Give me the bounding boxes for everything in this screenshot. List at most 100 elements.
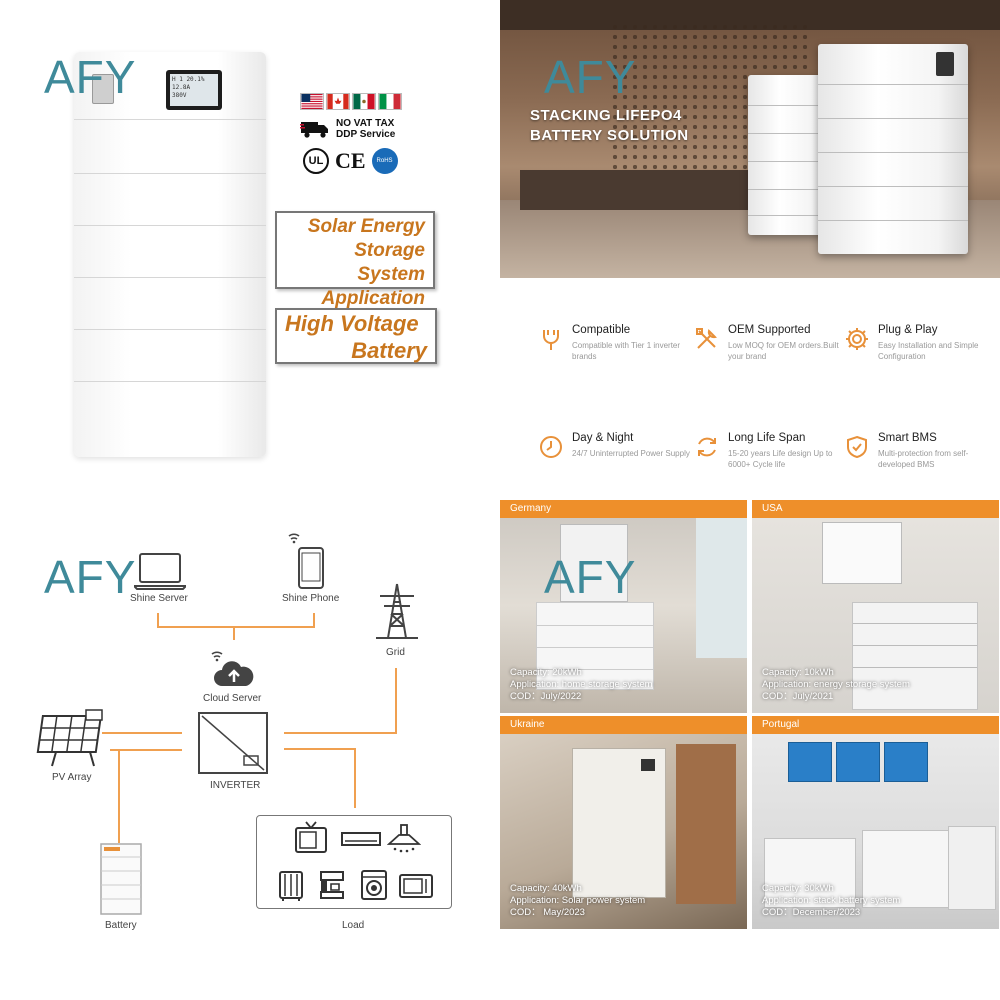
battery-module	[74, 226, 266, 278]
feature-title: Plug & Play	[878, 324, 938, 336]
feature-plug-play: Plug & Play Easy Installation and Simple…	[844, 324, 994, 384]
installation-photo	[752, 518, 999, 713]
mexico-flag-icon	[352, 93, 376, 110]
capacity-text: Capacity: 10kWh	[762, 667, 834, 678]
connector-line	[354, 748, 356, 808]
battery-icon	[100, 843, 142, 915]
counter	[520, 170, 750, 210]
cod-text: COD： May/2023	[510, 907, 585, 918]
tools-icon	[696, 328, 717, 349]
case-info: Capacity: 40kWh Application: Solar power…	[510, 883, 645, 919]
breaker-switch	[92, 74, 114, 104]
range-hood-icon	[387, 824, 421, 853]
screen-line: 12.8A	[172, 84, 191, 91]
capacity-text: Capacity: 40kWh	[510, 883, 582, 894]
ddp-text: DDP Service	[336, 129, 396, 140]
cycle-icon	[698, 437, 716, 457]
feature-compatible: Compatible Compatible with Tier 1 invert…	[538, 324, 688, 384]
door	[676, 744, 736, 904]
tv-icon	[295, 821, 327, 853]
lcd-screen	[936, 52, 954, 76]
tag-line: Storage System	[354, 240, 425, 285]
connector-line	[284, 748, 356, 750]
feature-desc: Easy Installation and Simple Configurati…	[878, 341, 979, 361]
connector-line	[102, 732, 182, 734]
watermark: AFY	[44, 551, 137, 603]
cloud-icon	[214, 661, 254, 686]
shipping-badge: NO VAT TAX DDP Service	[300, 118, 395, 140]
installation-photo	[752, 734, 999, 929]
feature-grid: Compatible Compatible with Tier 1 invert…	[500, 278, 1000, 500]
cabinet-control-module: H 1 20.1% 12.8A 380V	[74, 52, 266, 120]
coffee-machine-icon	[320, 871, 344, 899]
cloud-server-label: Cloud Server	[203, 693, 262, 704]
tag-line: Solar Energy	[307, 216, 425, 237]
case-info: Capacity: 20kWh Application: home storag…	[510, 667, 653, 703]
watermark: AFY	[544, 51, 637, 103]
feature-title: Smart BMS	[878, 432, 937, 444]
case-header: Portugal	[752, 716, 999, 734]
grid-label: Grid	[386, 647, 405, 658]
connector-line	[395, 668, 397, 734]
certifications: UL CE RoHS	[303, 148, 398, 174]
battery-module	[74, 330, 266, 382]
inverter-image	[560, 524, 628, 602]
country-flags	[300, 93, 402, 110]
application-text: Application: home storage system	[510, 679, 653, 690]
case-header: USA	[752, 500, 999, 518]
connector-line	[233, 626, 235, 640]
battery-module	[74, 278, 266, 330]
screen-line: H 1 20.1%	[172, 76, 205, 83]
battery-cabinet-image	[572, 748, 666, 898]
battery-image	[764, 838, 856, 908]
connector-line	[157, 626, 315, 628]
battery-module	[74, 120, 266, 174]
installation-photo	[500, 518, 747, 713]
tag-line: Battery	[351, 338, 427, 363]
battery-stack-image	[818, 44, 968, 254]
feature-desc: 15-20 years Life design Up to 6000+ Cycl…	[728, 449, 833, 469]
connector-line	[284, 732, 396, 734]
ce-cert-icon: CE	[335, 148, 366, 173]
capacity-text: Capacity: 30kWh	[762, 883, 834, 894]
shine-phone-label: Shine Phone	[282, 593, 340, 604]
watermark: AFY	[44, 51, 137, 103]
application-text: Application: Solar power system	[510, 895, 646, 906]
installation-photo	[500, 734, 747, 929]
microwave-icon	[399, 874, 433, 898]
power-tower-icon	[376, 583, 418, 639]
heater-icon	[279, 871, 303, 901]
wifi-icon	[211, 651, 223, 662]
feature-title: Long Life Span	[728, 432, 806, 444]
load-appliances-box	[256, 815, 452, 909]
case-portugal: Portugal Capacity: 30kWh Application: st…	[752, 716, 999, 929]
case-header: Ukraine	[500, 716, 747, 734]
battery-image	[536, 602, 654, 690]
cod-text: COD：December/2023	[762, 907, 861, 918]
cod-text: COD：July/2021	[762, 691, 834, 702]
inverter-image	[836, 742, 880, 782]
shield-check-icon	[847, 435, 867, 459]
application-text: Application: stack battery system	[762, 895, 901, 906]
case-ukraine: Ukraine Capacity: 40kWh Application: Sol…	[500, 716, 747, 929]
feature-smart-bms: Smart BMS Multi-protection from self-dev…	[844, 432, 994, 492]
application-text: Application: energy storage system	[762, 679, 910, 690]
air-conditioner-icon	[341, 832, 381, 846]
feature-title: Compatible	[572, 324, 631, 336]
feature-desc: 24/7 Uninterrupted Power Supply	[572, 449, 690, 458]
hero-title-line: BATTERY SOLUTION	[530, 127, 689, 144]
washing-machine-icon	[361, 870, 387, 900]
case-info: Capacity: 10kWh Application: energy stor…	[762, 667, 910, 703]
connector-line	[157, 613, 159, 627]
wrench-icon	[543, 330, 559, 350]
window	[696, 518, 747, 658]
shine-server-label: Shine Server	[130, 593, 188, 604]
truck-icon	[300, 122, 328, 138]
case-usa: USA Capacity: 10kWh Application: energy …	[752, 500, 999, 713]
connector-line	[118, 749, 120, 843]
gear-icon	[846, 328, 868, 350]
capacity-text: Capacity: 20kWh	[510, 667, 582, 678]
wifi-icon	[288, 533, 300, 544]
feature-title: Day & Night	[572, 432, 634, 444]
vat-text: NO VAT TAX	[336, 118, 395, 129]
